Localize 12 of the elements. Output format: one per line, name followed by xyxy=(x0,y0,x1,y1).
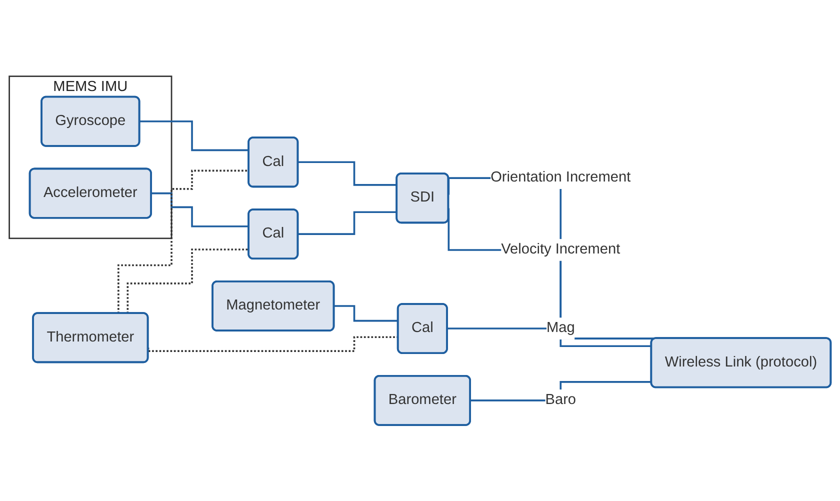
connector xyxy=(446,327,652,347)
connector xyxy=(138,120,249,151)
block-diagram: MEMS IMU Orientation Increment Velocity Increment Mag Baro Gyroscope Cal Accelerometer SDI Cal Magnetometer Cal Thermometer Wireless Link (protocol) Barometer xyxy=(2,68,838,432)
edge-label: Baro xyxy=(545,392,576,408)
edge-label: Mag xyxy=(546,320,575,336)
connector xyxy=(297,161,398,186)
connector xyxy=(333,304,398,322)
connector xyxy=(150,192,249,228)
connector xyxy=(297,211,398,236)
edge-label: Velocity Increment xyxy=(501,242,620,258)
edge-label: Orientation Increment xyxy=(490,170,631,186)
cluster xyxy=(8,75,172,239)
